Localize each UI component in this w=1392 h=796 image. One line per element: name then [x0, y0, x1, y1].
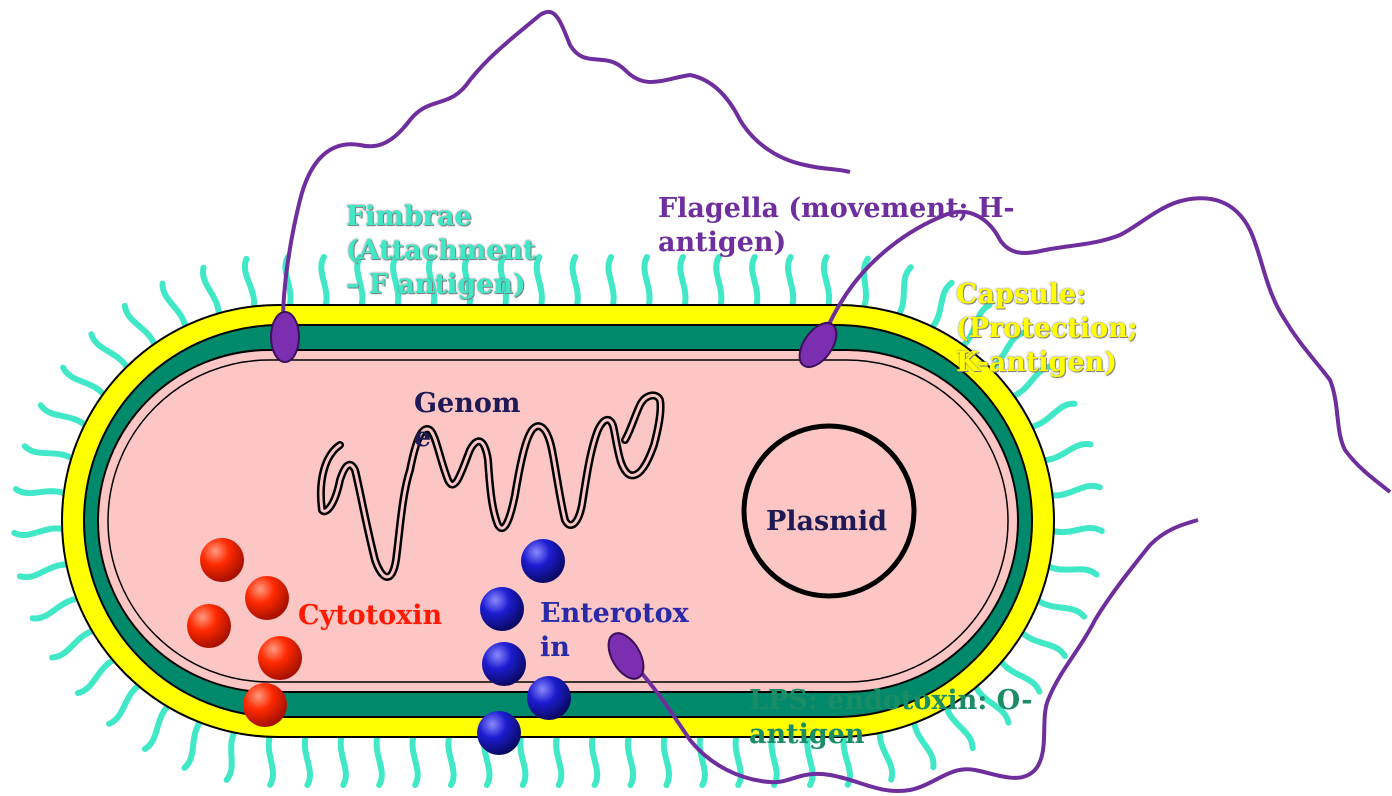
plasmid-label: Plasmid — [766, 506, 887, 537]
plasmid-ring — [741, 423, 917, 599]
flagella-label: Flagella (movement; H- antigen) — [658, 192, 1015, 260]
fimbrae-label-line: – F antigen) — [346, 269, 526, 300]
fimbria-hair — [533, 254, 545, 314]
cytotoxin-particles — [187, 538, 302, 727]
flagellum-base-right — [798, 322, 838, 368]
fimbria-hair — [200, 264, 222, 323]
fimbria-hair — [1015, 625, 1068, 659]
fimbria-hair — [660, 728, 672, 788]
lps-label-line: LPS: endotoxin: O- — [749, 685, 1033, 716]
genome-label-line: e — [414, 422, 432, 453]
cytotoxin-ball — [245, 576, 289, 620]
fimbria-hair — [569, 254, 581, 314]
fimbria-hair — [49, 626, 102, 661]
fimbria-hair — [337, 728, 349, 788]
fimbria-hair — [21, 443, 80, 465]
fimbria-hair — [265, 727, 277, 788]
fimbria-hair — [713, 254, 725, 314]
enterotoxin-ball — [527, 676, 571, 720]
fimbria-hair — [820, 254, 833, 314]
fimbria-hair — [1044, 525, 1105, 536]
fimbria-hair — [517, 728, 529, 788]
fimbria-hair — [1036, 440, 1094, 464]
fimbria-hair — [106, 679, 147, 727]
fimbria-hair — [925, 279, 955, 335]
fimbria-hair — [301, 728, 313, 788]
fimbria-hair — [445, 728, 457, 788]
cytotoxin-ball — [200, 538, 244, 582]
fimbria-hair — [641, 254, 653, 314]
enterotoxin-ball — [477, 711, 521, 755]
fimbria-hair — [749, 254, 761, 314]
enterotoxin-label-line: Enterotox — [540, 598, 689, 629]
fimbrae-label-line: Fimbrae — [346, 201, 472, 232]
fimbrae-label-line: (Attachment — [346, 235, 536, 266]
fimbria-hair — [624, 728, 637, 788]
fimbria-hair — [1040, 560, 1100, 578]
enterotoxin-ball — [482, 642, 526, 686]
fimbria-hair — [181, 714, 207, 771]
cytotoxin-ball — [258, 636, 302, 680]
genome-label: Genom e — [414, 387, 520, 455]
fimbria-hair — [318, 254, 330, 314]
fimbria-hair — [12, 486, 73, 499]
capsule-label-line: Capsule: — [956, 279, 1087, 310]
enterotoxin-label: Enterotox in — [540, 597, 689, 665]
cytotoxin-ball — [243, 683, 287, 727]
fimbrae-label: Fimbrae (Attachment – F antigen) — [346, 200, 536, 302]
capsule-label-line: (Protection; — [956, 313, 1138, 344]
lps-label-line: antigen — [749, 719, 865, 750]
fimbria-hair — [121, 302, 160, 353]
enterotoxin-label-line: in — [540, 632, 570, 663]
capsule-label-line: K-antigen) — [956, 347, 1118, 378]
fimbria-hair — [223, 724, 241, 783]
fimbria-hair — [785, 254, 797, 314]
fimbria-hair — [589, 728, 601, 788]
genome-label-line: Genom — [414, 388, 521, 419]
fimbria-hair — [1043, 482, 1103, 499]
capsule-label: Capsule: (Protection; K-antigen) — [956, 278, 1138, 380]
fimbria-hair — [88, 331, 133, 376]
fimbria-hair — [1030, 594, 1088, 620]
flagella-label-line: Flagella (movement; H- — [658, 193, 1015, 224]
fimbria-hair — [37, 402, 93, 432]
cytotoxin-ball — [187, 604, 231, 648]
flagellum-right — [816, 196, 1392, 494]
fimbria-hair — [892, 264, 914, 323]
fimbria-hair — [60, 364, 111, 402]
cytotoxin-label: Cytotoxin — [298, 600, 443, 631]
enterotoxin-ball — [480, 587, 524, 631]
flagellum-bottom — [624, 518, 1199, 793]
fimbria-hair — [1023, 400, 1078, 431]
fimbria-hair — [29, 595, 86, 622]
lps-label: LPS: endotoxin: O- antigen — [749, 684, 1032, 752]
flagellum-left — [281, 9, 851, 341]
fimbria-hair — [373, 728, 385, 788]
fimbria-hair — [141, 699, 176, 752]
fimbria-hair — [677, 254, 689, 314]
enterotoxin-ball — [521, 539, 565, 583]
fimbria-hair — [159, 280, 190, 336]
flagella-label-line: antigen) — [658, 227, 787, 258]
fimbria-hair — [16, 561, 76, 581]
fimbria-hair — [553, 728, 565, 788]
genome-dna-inner — [319, 393, 662, 579]
flagellum-base-bottom — [607, 632, 645, 680]
fimbria-hair — [605, 254, 617, 314]
fimbria-hair — [696, 728, 708, 788]
enterotoxin-particles — [477, 539, 571, 755]
fimbria-hair — [241, 255, 258, 316]
fimbria-hair — [11, 525, 72, 538]
fimbria-hair — [74, 654, 122, 696]
flagellum-base-left — [270, 311, 300, 363]
fimbria-hair — [409, 728, 421, 788]
